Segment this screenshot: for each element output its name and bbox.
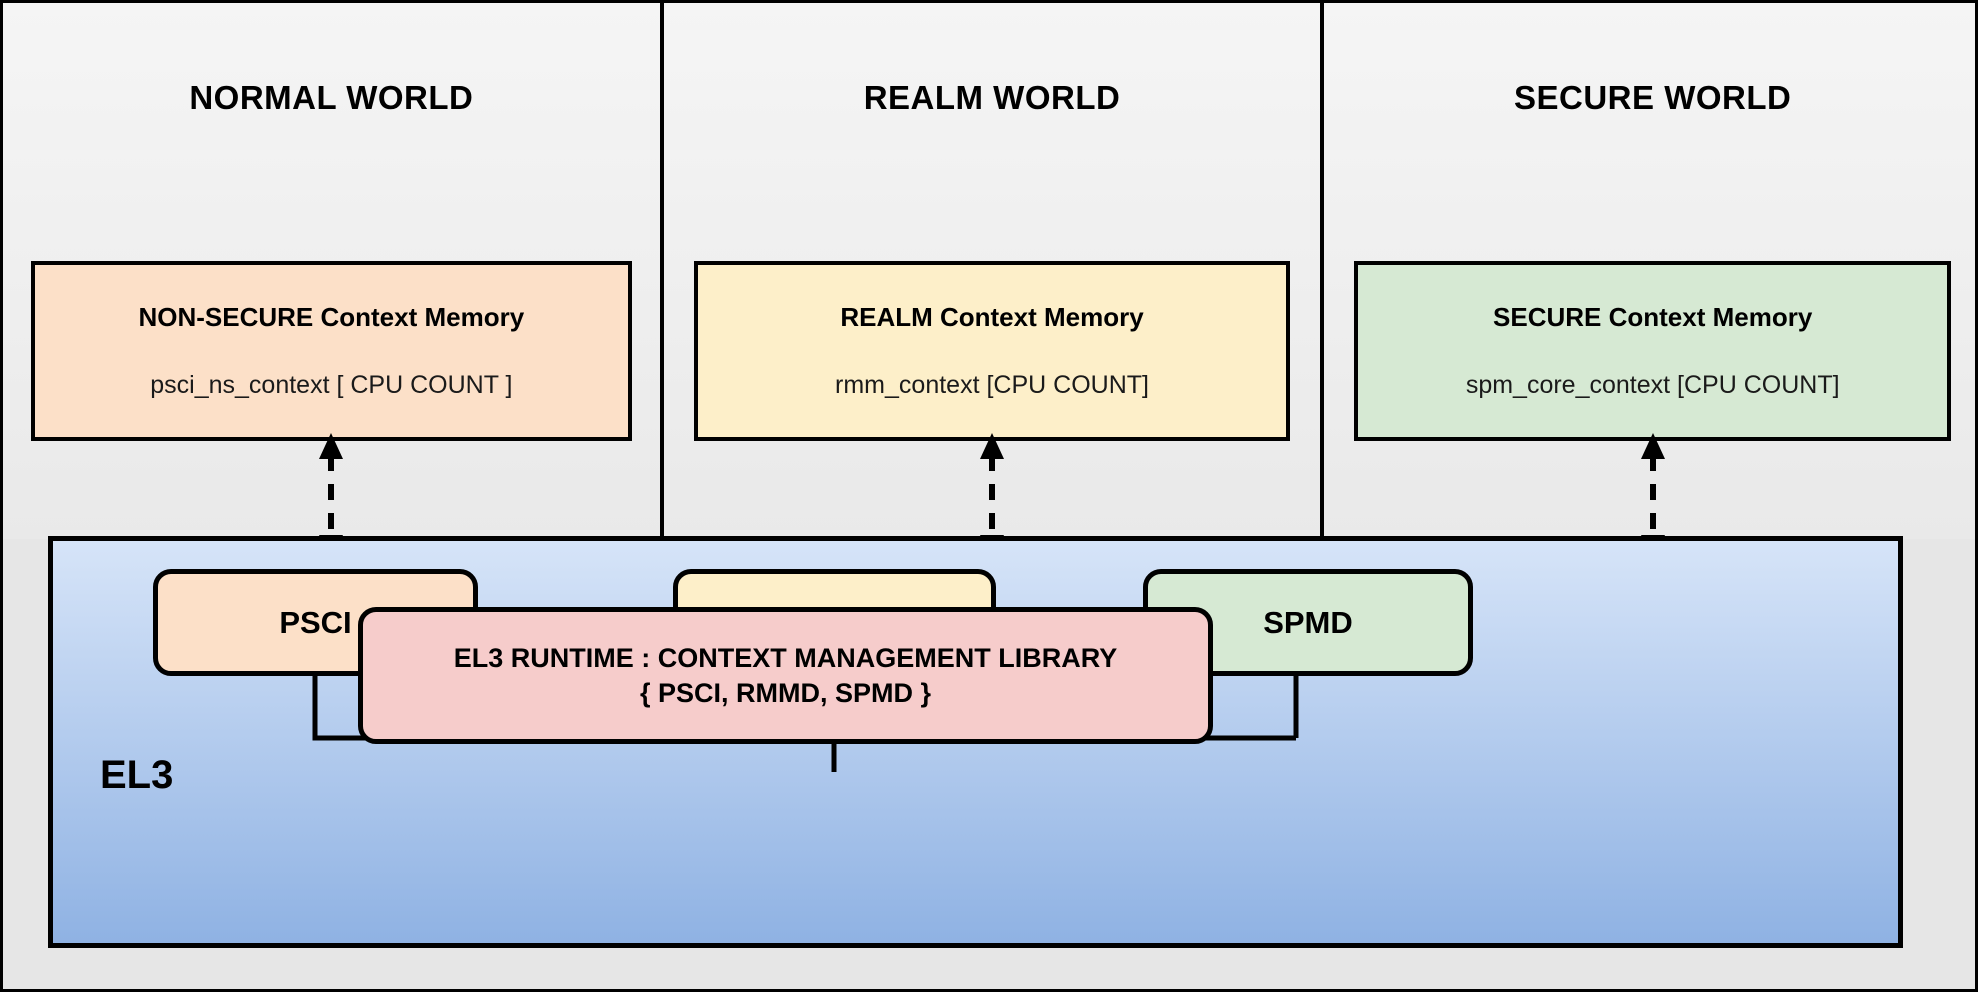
context-memory-subtitle-non-secure: psci_ns_context [ CPU COUNT ] [150, 371, 513, 399]
el3-runtime-library-box: EL3 RUNTIME : CONTEXT MANAGEMENT LIBRARY… [358, 607, 1213, 744]
dispatcher-label-psci: PSCI [279, 604, 352, 640]
context-memory-title-realm: REALM Context Memory [840, 302, 1144, 332]
world-column-realm: REALM WORLD REALM Context Memory rmm_con… [659, 3, 1321, 561]
dispatcher-label-spmd: SPMD [1263, 604, 1353, 640]
context-memory-box-non-secure: NON-SECURE Context Memory psci_ns_contex… [31, 261, 632, 441]
context-memory-subtitle-secure: spm_core_context [CPU COUNT] [1465, 371, 1840, 399]
context-memory-title-non-secure: NON-SECURE Context Memory [138, 302, 525, 332]
world-title-realm: REALM WORLD [863, 79, 1121, 116]
el3-label: EL3 [100, 753, 174, 797]
world-column-secure: SECURE WORLD SECURE Context Memory spm_c… [1320, 3, 1975, 561]
worlds-strip: NORMAL WORLD NON-SECURE Context Memory p… [3, 3, 1975, 561]
context-memory-box-realm: REALM Context Memory rmm_context [CPU CO… [693, 261, 1291, 441]
world-column-normal: NORMAL WORLD NON-SECURE Context Memory p… [3, 3, 660, 561]
el3-runtime-line-2: { PSCI, RMMD, SPMD } [639, 677, 932, 708]
world-title-secure: SECURE WORLD [1514, 79, 1792, 116]
context-memory-title-secure: SECURE Context Memory [1493, 302, 1813, 332]
context-memory-box-secure: SECURE Context Memory spm_core_context [… [1354, 261, 1952, 441]
world-title-normal: NORMAL WORLD [189, 79, 474, 116]
el3-panel: EL3 PSCI RMMD SPMD EL3 RUNTIME : CONTEXT… [48, 536, 1903, 948]
el3-runtime-line-1: EL3 RUNTIME : CONTEXT MANAGEMENT LIBRARY [453, 643, 1118, 674]
context-memory-subtitle-realm: rmm_context [CPU COUNT] [835, 371, 1149, 399]
